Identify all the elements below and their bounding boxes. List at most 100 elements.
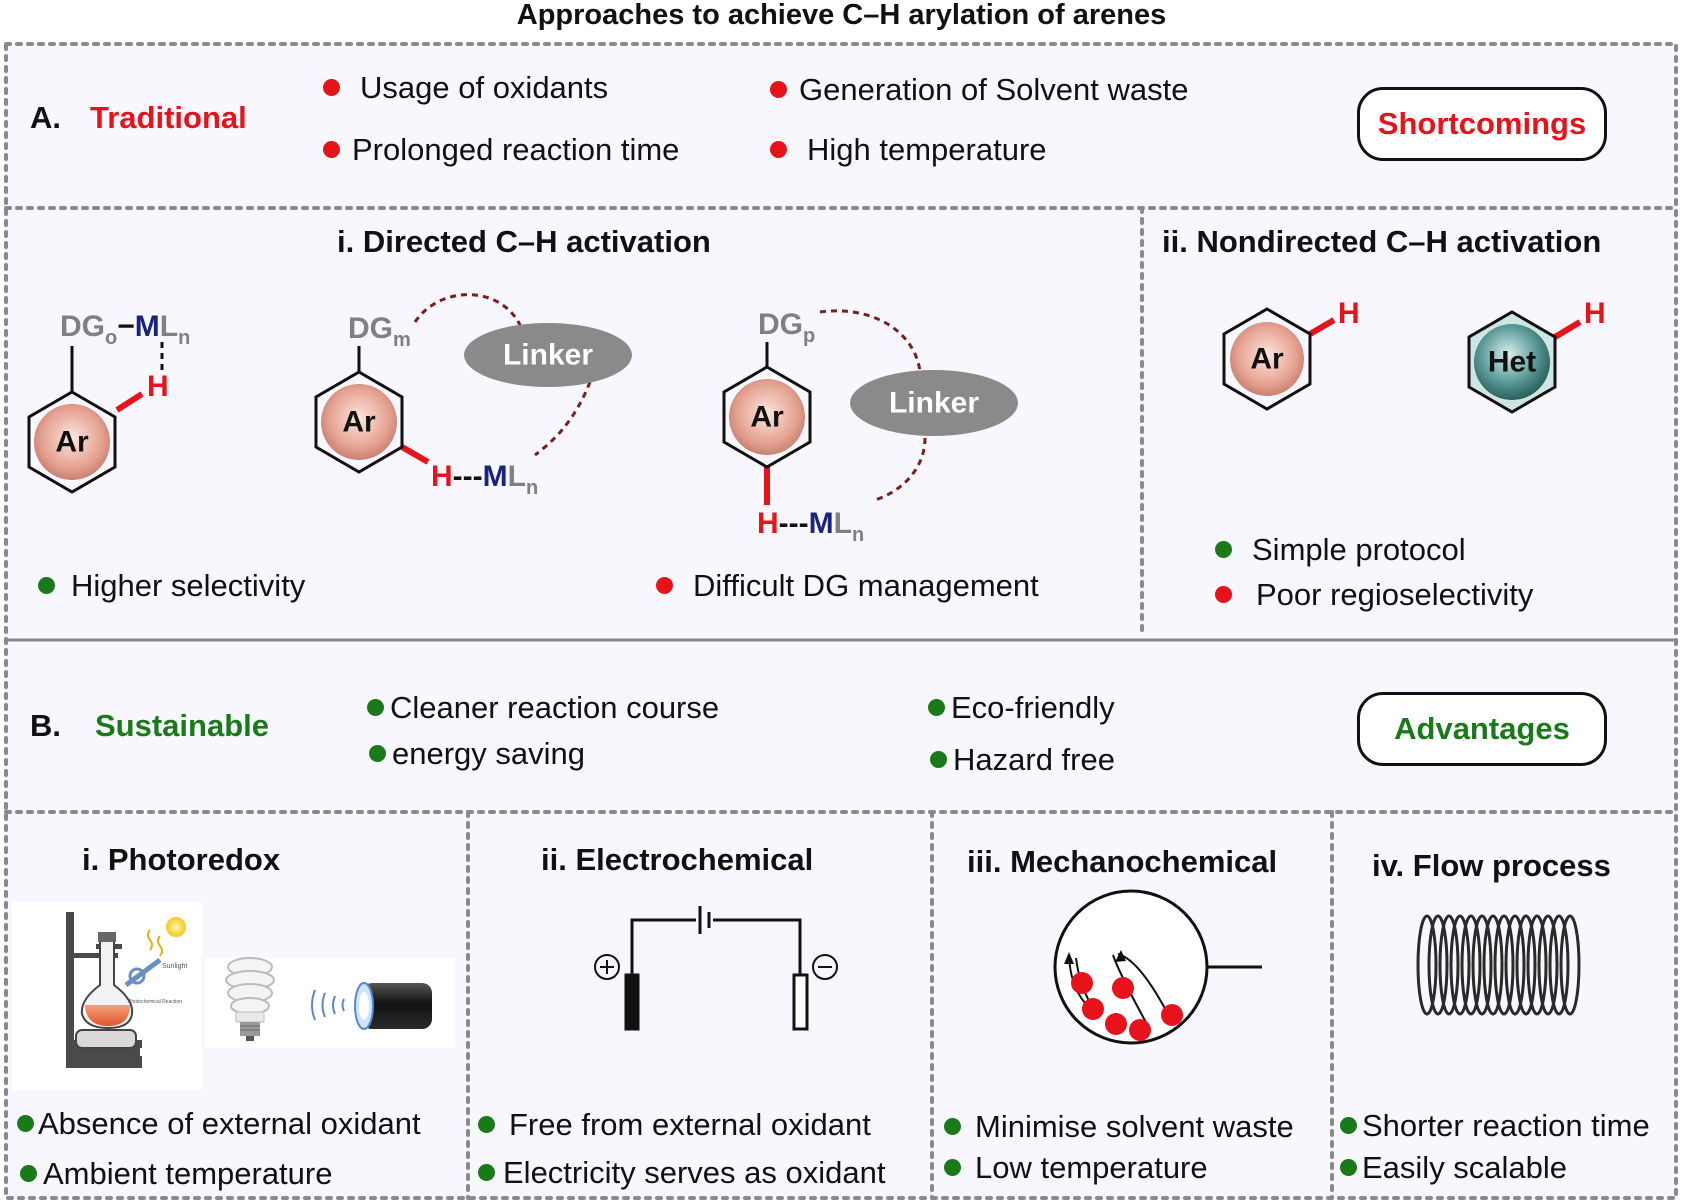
- mill-ball: [1112, 977, 1134, 999]
- photoredox-bullet-text: Absence of external oxidant: [38, 1106, 421, 1141]
- green-bullet-icon: [930, 751, 947, 768]
- section-a-bullet-text: High temperature: [807, 132, 1047, 167]
- section-b-bullet-text: energy saving: [392, 736, 586, 771]
- meta-metal: M: [483, 460, 508, 493]
- page-title: Approaches to achieve C–H arylation of a…: [516, 0, 1167, 31]
- stirrer-plate: [75, 1029, 137, 1049]
- para-linker: [850, 370, 1018, 436]
- para-dg-sub: p: [803, 325, 815, 347]
- meta-ring-label: Ar: [342, 406, 376, 439]
- flow-bullet-text: Shorter reaction time: [1362, 1108, 1650, 1143]
- section-b-bullet-text: Hazard free: [953, 742, 1115, 777]
- para-h: H: [757, 507, 779, 540]
- section-a-bullet: Usage of oxidants: [323, 70, 608, 106]
- nondirected-structures: Ar H Het H: [1222, 297, 1606, 414]
- section-a-bullet-text: Prolonged reaction time: [352, 132, 680, 167]
- section-b-letter: B.: [30, 708, 61, 743]
- nondirected-ar-label: Ar: [1250, 343, 1284, 376]
- section-a-bullet-text: Generation of Solvent waste: [799, 72, 1189, 107]
- section-b-bullet: energy saving: [369, 736, 585, 772]
- flow-coil: [1416, 914, 1581, 1016]
- photoredox-bullet: Ambient temperature: [20, 1156, 332, 1192]
- meta-dg-label: DGm: [348, 312, 411, 351]
- meta-ligand-sub: n: [526, 477, 538, 499]
- green-bullet-icon: [369, 745, 386, 762]
- section-a-letter: A.: [30, 100, 61, 135]
- para-linker-label: Linker: [889, 387, 979, 420]
- sunlight-label: Sunlight: [162, 963, 187, 970]
- electrochemical-bullet-text: Free from external oxidant: [509, 1107, 871, 1142]
- flow-bullet: Easily scalable: [1340, 1150, 1567, 1186]
- mill-ball: [1129, 1019, 1151, 1041]
- sun-icon: [166, 917, 186, 937]
- nondirected-het-label: Het: [1488, 346, 1536, 379]
- green-bullet-icon: [1340, 1117, 1357, 1134]
- red-bullet-icon: [656, 577, 673, 594]
- ball-mill-jar: [1053, 889, 1262, 1045]
- cfl-bulb-icon: [225, 957, 275, 1041]
- para-dg: DG: [758, 308, 803, 341]
- nondirected-het-h: H: [1584, 297, 1606, 330]
- photoredox-bullet-text: Ambient temperature: [43, 1156, 333, 1191]
- cathode-sign: [812, 954, 838, 980]
- method-heading-electrochemical: ii. Electrochemical: [541, 842, 814, 877]
- red-bullet-icon: [323, 141, 340, 158]
- para-ring-label: Ar: [750, 401, 784, 434]
- mill-ball: [1071, 972, 1093, 994]
- section-b-bullet-text: Eco-friendly: [951, 690, 1115, 725]
- led-torch-icon: [311, 982, 432, 1030]
- green-bullet-icon: [1340, 1159, 1357, 1176]
- green-bullet-icon: [944, 1159, 961, 1176]
- ortho-ligand: L: [160, 310, 178, 343]
- directed-heading: i. Directed C–H activation: [337, 224, 711, 259]
- section-dividers: [4, 42, 1678, 1200]
- ortho-dg-label: DGo−MLn: [60, 310, 190, 349]
- photoredox-bullet: Absence of external oxidant: [17, 1106, 421, 1142]
- photoredox-illustration: Sunlight Photochemical Reaction: [66, 912, 432, 1068]
- section-b-bullet: Eco-friendly: [928, 690, 1115, 726]
- nondirected-heading: ii. Nondirected C–H activation: [1162, 224, 1602, 259]
- section-b-bullet: Cleaner reaction course: [367, 690, 719, 726]
- ortho-dg-sub: o: [105, 327, 117, 349]
- meta-linker: [464, 323, 632, 387]
- ortho-metal: M: [135, 310, 160, 343]
- electrochemical-bullet-text: Electricity serves as oxidant: [503, 1155, 886, 1190]
- para-ligand: L: [834, 507, 852, 540]
- green-bullet-icon: [1215, 541, 1232, 558]
- anode-sign: [594, 954, 620, 980]
- nondirected-con-text: Poor regioselectivity: [1256, 577, 1534, 612]
- section-a-bullet: High temperature: [770, 132, 1047, 168]
- green-bullet-icon: [20, 1165, 37, 1182]
- para-dg-label: DGp: [758, 308, 815, 347]
- meta-hexagon: [314, 370, 404, 474]
- mechanochemical-bullet: Minimise solvent waste: [944, 1109, 1294, 1145]
- red-bullet-icon: [1215, 586, 1232, 603]
- mill-ball: [1082, 998, 1104, 1020]
- directed-con-text: Difficult DG management: [693, 568, 1039, 603]
- electrochemical-bullet: Electricity serves as oxidant: [478, 1155, 885, 1191]
- meta-ring-sphere: [321, 384, 397, 460]
- para-hexagon: [722, 365, 812, 469]
- electrochemical-bullet: Free from external oxidant: [478, 1107, 871, 1143]
- red-bullet-icon: [323, 79, 340, 96]
- ortho-hexagon: [27, 390, 117, 494]
- meta-dg-sub: m: [393, 329, 411, 351]
- nondirected-het-sphere: [1474, 324, 1550, 400]
- meta-ligand: L: [508, 460, 526, 493]
- ortho-dg: DG: [60, 310, 105, 343]
- directed-pro-text: Higher selectivity: [71, 568, 306, 603]
- para-structure: Linker Ar DGp H---MLn: [722, 308, 1018, 546]
- ortho-structure: DGo−MLn H Ar: [27, 310, 190, 494]
- green-bullet-icon: [17, 1115, 34, 1132]
- cathode-electrode: [792, 973, 809, 1031]
- mill-ball: [1105, 1013, 1127, 1035]
- flow-bullet: Shorter reaction time: [1340, 1108, 1650, 1144]
- section-a-bullet-text: Usage of oxidants: [360, 70, 609, 105]
- para-ring-sphere: [729, 379, 805, 455]
- method-heading-mechanochemical: iii. Mechanochemical: [967, 844, 1278, 879]
- directed-con: Difficult DG management: [656, 568, 1039, 604]
- ortho-ring-sphere: [34, 404, 110, 480]
- green-bullet-icon: [367, 699, 384, 716]
- nondirected-con: Poor regioselectivity: [1215, 577, 1533, 613]
- electrochemical-circuit: [594, 906, 838, 1031]
